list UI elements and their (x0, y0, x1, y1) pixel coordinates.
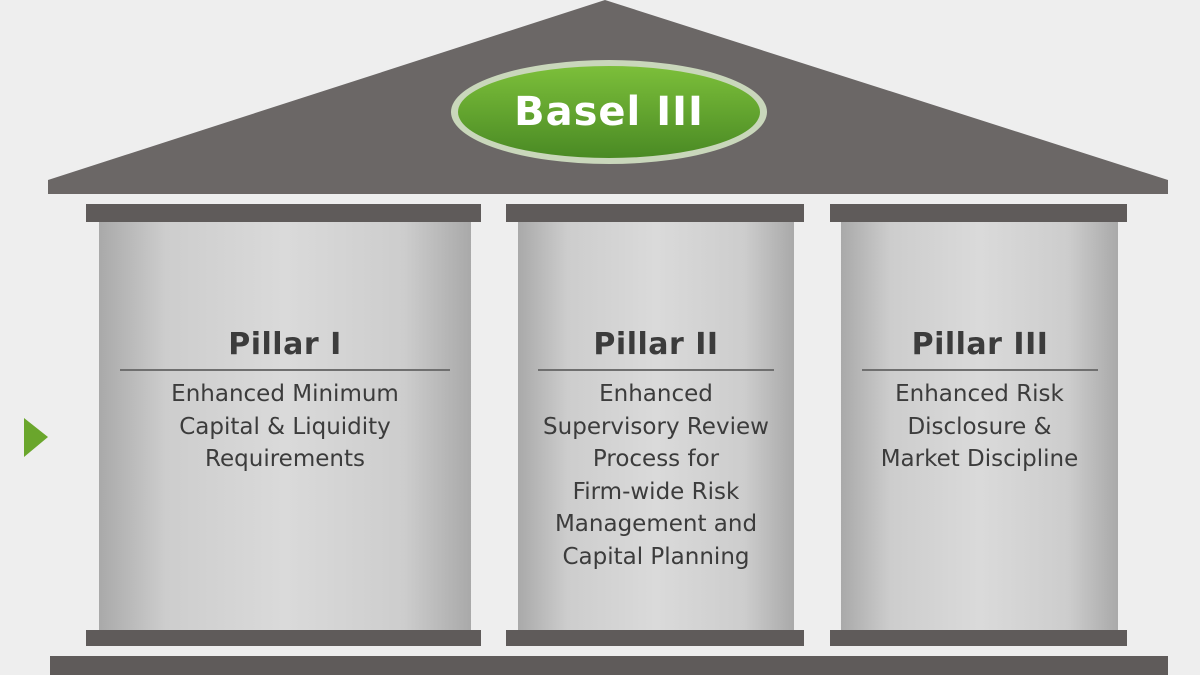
pillar-3-divider (862, 369, 1098, 371)
pillar-2-description: Enhanced Supervisory Review Process for … (543, 381, 769, 570)
pillar-2-base-beam (506, 630, 804, 646)
pillar-1-divider (120, 369, 450, 371)
pillar-1-base-beam (86, 630, 481, 646)
pillar-1-top-beam (86, 204, 481, 222)
pillar-1-description: Enhanced Minimum Capital & Liquidity Req… (171, 381, 399, 472)
pillar-2-column (518, 222, 794, 630)
pillar-2-top-beam (506, 204, 804, 222)
pillar-3-title: Pillar III (911, 327, 1049, 362)
pillar-2-title: Pillar II (593, 327, 719, 362)
pillar-3-base-beam (830, 630, 1127, 646)
pillar-3-description: Enhanced Risk Disclosure & Market Discip… (880, 381, 1079, 472)
pillar-2-divider (538, 369, 774, 371)
pillar-3-top-beam (830, 204, 1127, 222)
pillar-1-column (99, 222, 471, 630)
pillar-1-title: Pillar I (228, 327, 342, 362)
foundation (50, 656, 1168, 675)
pillar-3-column (841, 222, 1118, 630)
basel-badge-inner (458, 66, 760, 158)
play-triangle-icon (24, 418, 48, 457)
basel-title: Basel III (514, 89, 704, 135)
